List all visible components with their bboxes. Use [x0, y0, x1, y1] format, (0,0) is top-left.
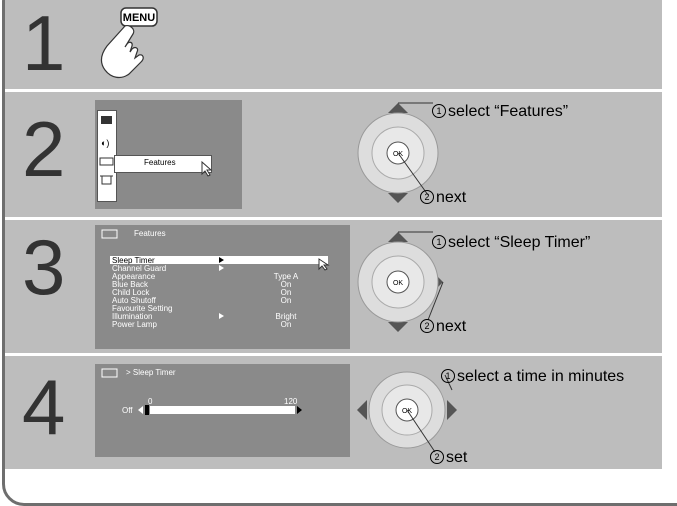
- menu-button-label: MENU: [123, 12, 155, 24]
- value-illumination: Bright: [275, 312, 297, 321]
- value-appearance: Type A: [273, 272, 299, 281]
- divider-2: [5, 217, 662, 220]
- features-title: Features: [134, 229, 166, 238]
- slider-max-label: 120: [284, 397, 298, 406]
- picture-icon: [101, 116, 112, 124]
- menu-item-auto-shutoff: Auto Shutoff: [112, 296, 156, 305]
- features-icon: [99, 157, 114, 166]
- divider-3: [5, 353, 662, 356]
- sound-icon: ◐): [101, 138, 109, 148]
- svg-text:OK: OK: [402, 408, 412, 415]
- arrow-sleep-timer-icon: [219, 257, 224, 263]
- step-number-3: 3: [22, 223, 66, 311]
- osd-features-item[interactable]: [114, 155, 212, 173]
- osd-menu-icons: ◐): [99, 116, 114, 185]
- menu-item-blue-back: Blue Back: [112, 280, 149, 289]
- slider-right-arrow-icon: [297, 406, 302, 414]
- osd-main-menu: [95, 100, 242, 209]
- menu-item-illumination: Illumination: [112, 312, 153, 321]
- svg-text:OK: OK: [393, 151, 403, 158]
- setup-icon: [100, 175, 113, 185]
- step-number-4: 4: [22, 363, 66, 451]
- step-number-2: 2: [22, 105, 66, 193]
- menu-button[interactable]: MENU: [95, 0, 185, 90]
- remote-dpad-4[interactable]: OK: [357, 370, 457, 455]
- menu-item-favourite-setting: Favourite Setting: [112, 304, 173, 313]
- arrow-favourite-icon: [219, 313, 224, 319]
- svg-text:OK: OK: [393, 280, 403, 287]
- osd-features-label: Features: [144, 158, 176, 167]
- features-title-icon: [101, 229, 118, 239]
- remote-dpad-2[interactable]: OK: [353, 102, 443, 203]
- value-child-lock: On: [280, 288, 292, 297]
- value-auto-shutoff: On: [280, 296, 292, 305]
- slider-off-label: Off: [122, 406, 133, 415]
- sleep-timer-slider[interactable]: [138, 405, 308, 417]
- value-blue-back: On: [280, 280, 292, 289]
- divider-1: [5, 89, 662, 92]
- menu-item-sleep-timer: Sleep Timer: [112, 256, 155, 265]
- cursor-icon: [201, 160, 213, 177]
- menu-item-channel-guard: Channel Guard: [112, 264, 167, 273]
- arrow-channel-guard-icon: [219, 265, 224, 271]
- slider-thumb: [145, 405, 149, 415]
- slider-track: [150, 406, 295, 414]
- pointing-hand-icon: [100, 24, 144, 79]
- menu-item-appearance: Appearance: [112, 272, 156, 281]
- submenu-arrows: [219, 257, 330, 319]
- slider-min-label: 0: [148, 397, 153, 406]
- step-number-1: 1: [22, 0, 66, 87]
- remote-dpad-3[interactable]: OK: [353, 231, 444, 332]
- value-power-lamp: On: [280, 320, 292, 329]
- cursor-icon: [318, 258, 330, 271]
- sleep-timer-title-icon: [101, 368, 118, 378]
- slider-left-arrow-icon: [138, 406, 143, 414]
- sleep-timer-title: > Sleep Timer: [126, 368, 176, 377]
- menu-item-power-lamp: Power Lamp: [112, 320, 157, 329]
- osd-features-menu: [95, 225, 350, 349]
- menu-item-child-lock: Child Lock: [112, 288, 150, 297]
